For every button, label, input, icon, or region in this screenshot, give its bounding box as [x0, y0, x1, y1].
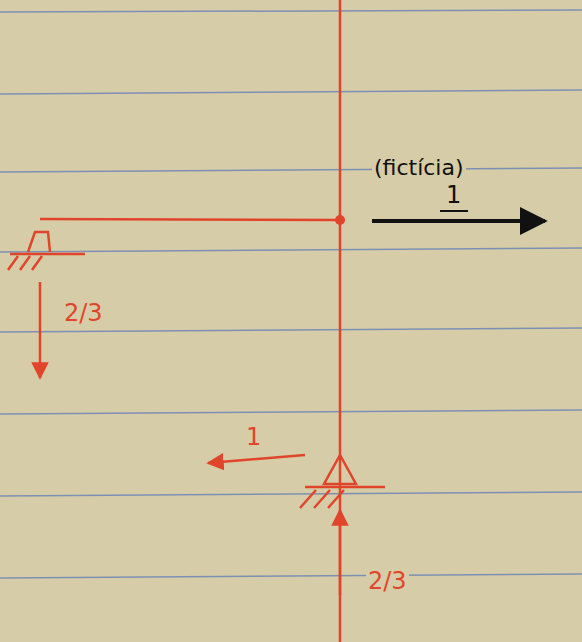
load-note: (fictícia): [372, 156, 466, 180]
reaction-arrow: [339, 510, 342, 595]
reaction-arrow: [208, 455, 305, 463]
left-support: [8, 232, 85, 270]
ruled-lines: [0, 10, 582, 578]
reaction-value: 2/3: [366, 568, 409, 594]
pin-support: [300, 455, 385, 508]
frame-members: [40, 0, 340, 642]
reaction-value: 2/3: [62, 300, 105, 326]
underline: [440, 210, 468, 212]
load-value: 1: [444, 182, 463, 208]
reaction-arrow: [39, 282, 42, 378]
load-arrow: [372, 219, 545, 223]
reaction-value: 1: [244, 424, 263, 450]
joint-dot: [335, 215, 345, 225]
